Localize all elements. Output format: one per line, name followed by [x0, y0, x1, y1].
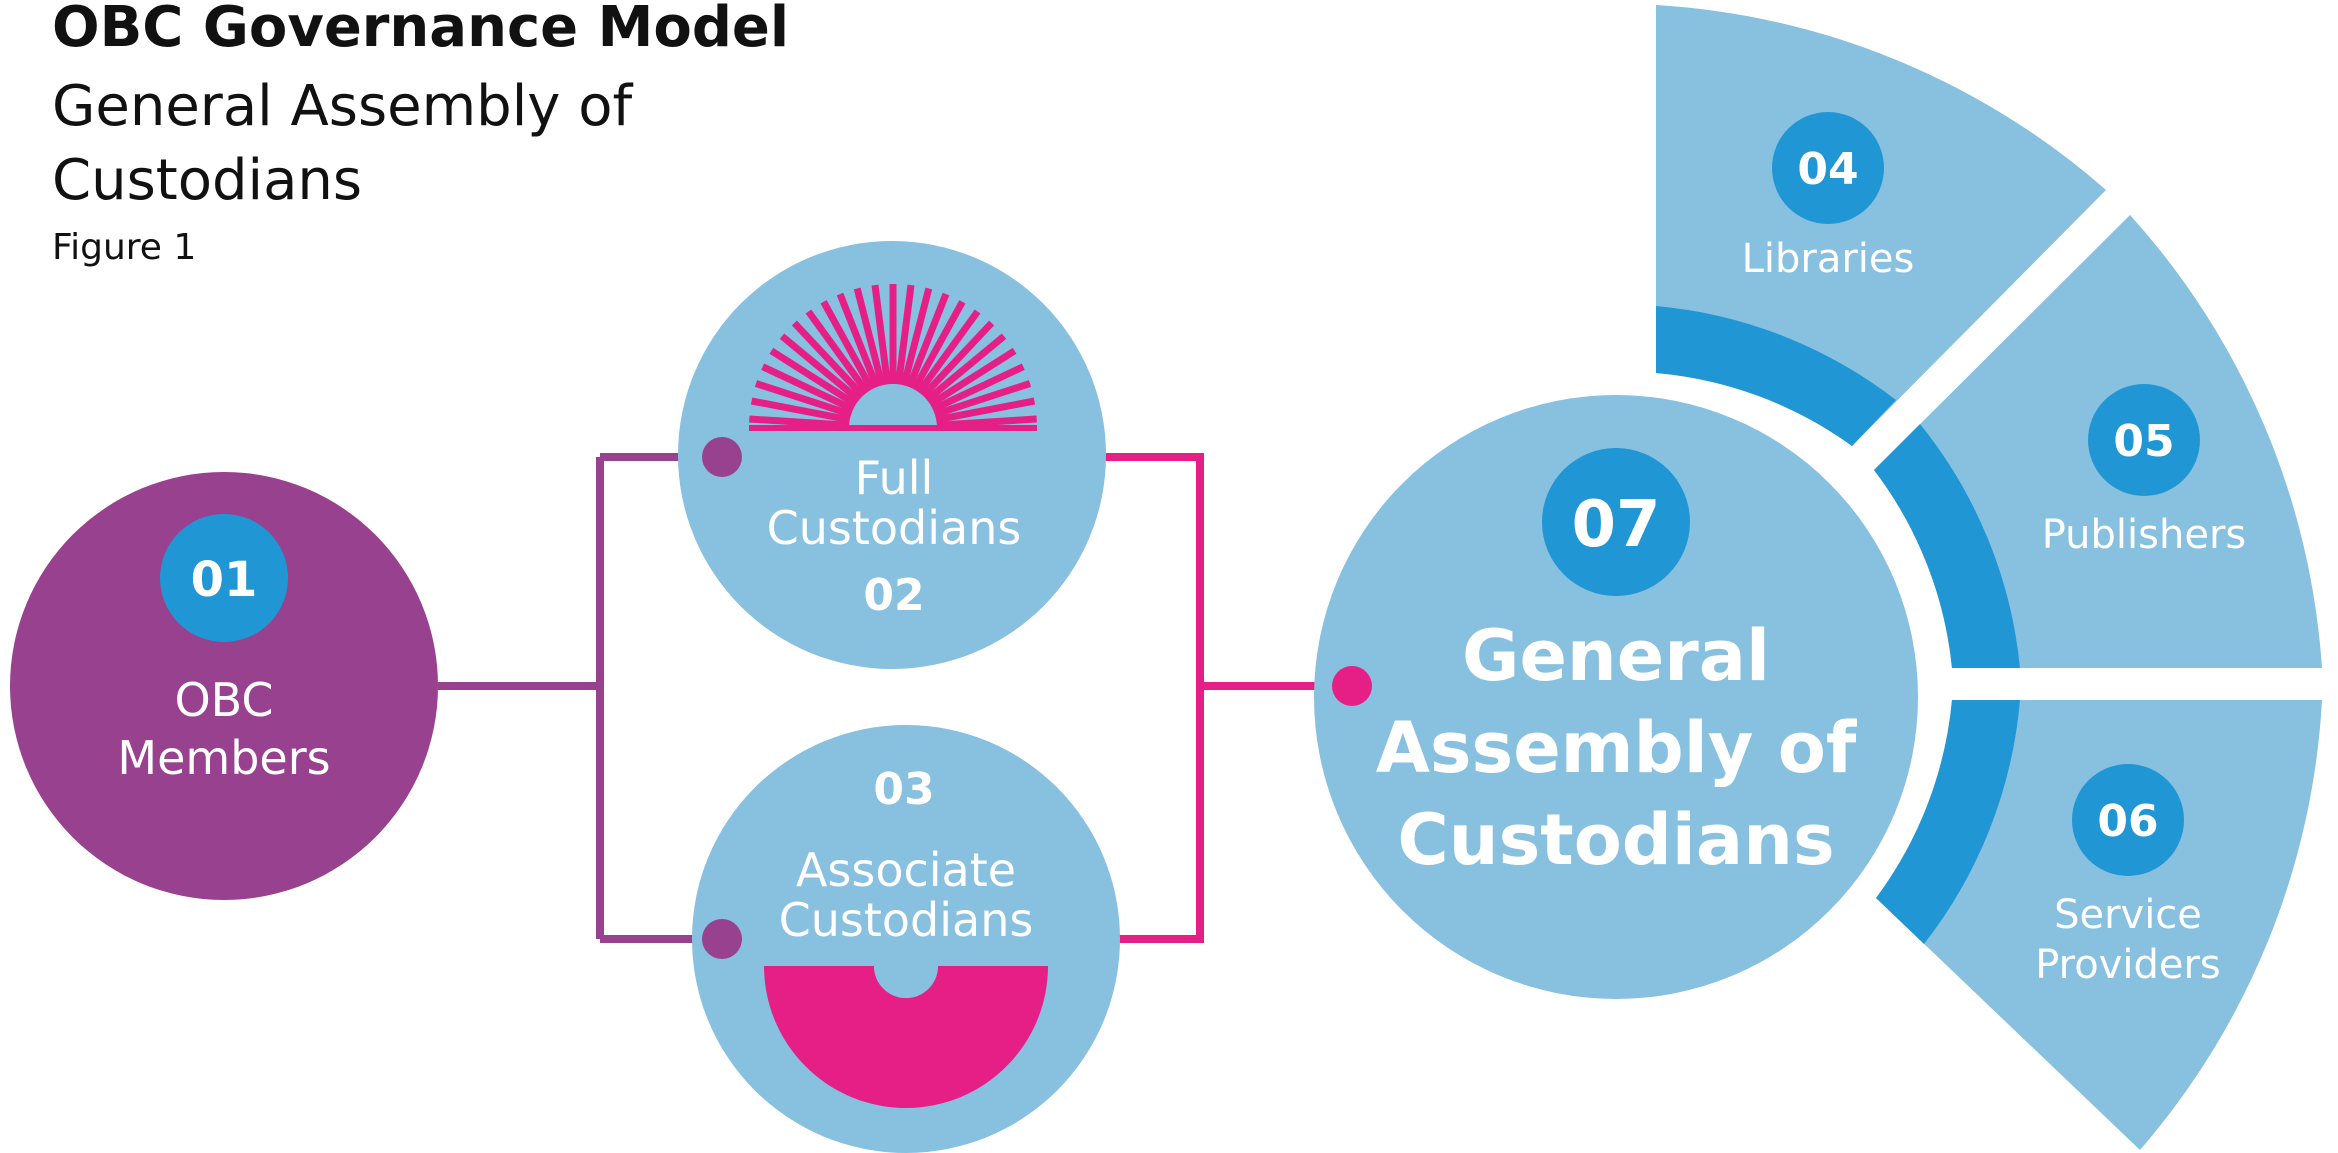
- sunburst-ray: [924, 333, 1007, 403]
- sunburst-ray: [935, 397, 1036, 424]
- service-providers-label-2: Providers: [2035, 942, 2221, 988]
- badge-01: [160, 514, 288, 642]
- sector-publishers-band: [1874, 424, 2020, 668]
- sunburst-ray: [933, 380, 1032, 418]
- sunburst-icon: [749, 284, 1037, 431]
- badge-04: [1772, 112, 1884, 224]
- associate-custodians-label-2: Custodians: [779, 893, 1034, 947]
- sunburst-ray: [749, 415, 850, 429]
- connector-dot-full: [702, 437, 742, 477]
- badge-07: [1542, 448, 1690, 596]
- sunburst-ray: [820, 300, 875, 392]
- publishers-label: Publishers: [2042, 512, 2246, 558]
- sunburst-ray: [871, 284, 891, 385]
- general-assembly-label-3: Custodians: [1397, 799, 1834, 881]
- sunburst-ray: [931, 363, 1025, 413]
- obc-members-label-2: Members: [117, 731, 330, 785]
- diagram-title: OBC Governance Model: [52, 0, 790, 60]
- sunburst-ray: [900, 287, 933, 387]
- sunburst-ray: [920, 320, 995, 399]
- sunburst-ray: [769, 347, 858, 408]
- diagram-subtitle: General Assembly of Custodians: [52, 74, 633, 213]
- full-custodians-number: 02: [863, 570, 924, 621]
- associate-custodians-label-1: Associate: [796, 843, 1016, 897]
- sunburst-ray: [936, 415, 1037, 429]
- purple-bracket: [438, 453, 720, 943]
- connectors: [438, 453, 1352, 943]
- sunburst-ray: [761, 363, 855, 413]
- libraries-number: 04: [1797, 144, 1858, 195]
- obc-members-label-1: OBC: [174, 673, 273, 727]
- sunburst-ray: [895, 284, 915, 385]
- publishers-number: 05: [2113, 416, 2174, 467]
- sunburst-ray: [928, 347, 1017, 408]
- sunburst-ray: [916, 309, 981, 395]
- sector-libraries-band: [1656, 306, 1896, 446]
- badge-05: [2088, 384, 2200, 496]
- obc-members-number: 01: [191, 552, 258, 608]
- node-obc-members[interactable]: [10, 472, 438, 900]
- sunburst-ray: [754, 380, 853, 418]
- full-custodians-label-2: Custodians: [767, 501, 1022, 555]
- sunburst-ray: [905, 292, 950, 389]
- connector-dot-assembly: [1332, 666, 1372, 706]
- sector-service-providers-band: [1876, 700, 2020, 944]
- sunburst-ray: [836, 292, 881, 389]
- sunburst-ray: [805, 309, 870, 395]
- general-assembly-label-1: General: [1462, 615, 1770, 697]
- sunburst-ray: [750, 397, 851, 424]
- sunburst-ray: [779, 333, 862, 403]
- figure-label: Figure 1: [52, 227, 197, 268]
- node-general-assembly[interactable]: [1314, 395, 1918, 999]
- sunburst-ray: [911, 300, 966, 392]
- node-full-custodians[interactable]: [678, 241, 1106, 669]
- service-providers-label-1: Service: [2054, 892, 2202, 938]
- general-assembly-number: 07: [1571, 488, 1660, 562]
- half-bowl-icon: [764, 966, 1048, 1108]
- general-assembly-label-2: Assembly of: [1376, 707, 1858, 789]
- half-bowl-notch: [874, 966, 938, 998]
- associate-custodians-number: 03: [873, 764, 934, 815]
- connector-dot-associate: [702, 919, 742, 959]
- libraries-label: Libraries: [1742, 236, 1915, 282]
- service-providers-number: 06: [2097, 796, 2158, 847]
- sunburst-ray: [791, 320, 866, 399]
- full-custodians-label-1: Full: [855, 451, 934, 505]
- badge-06: [2072, 764, 2184, 876]
- sunburst-ray: [853, 287, 886, 387]
- sector-fan: [1656, 5, 2322, 1150]
